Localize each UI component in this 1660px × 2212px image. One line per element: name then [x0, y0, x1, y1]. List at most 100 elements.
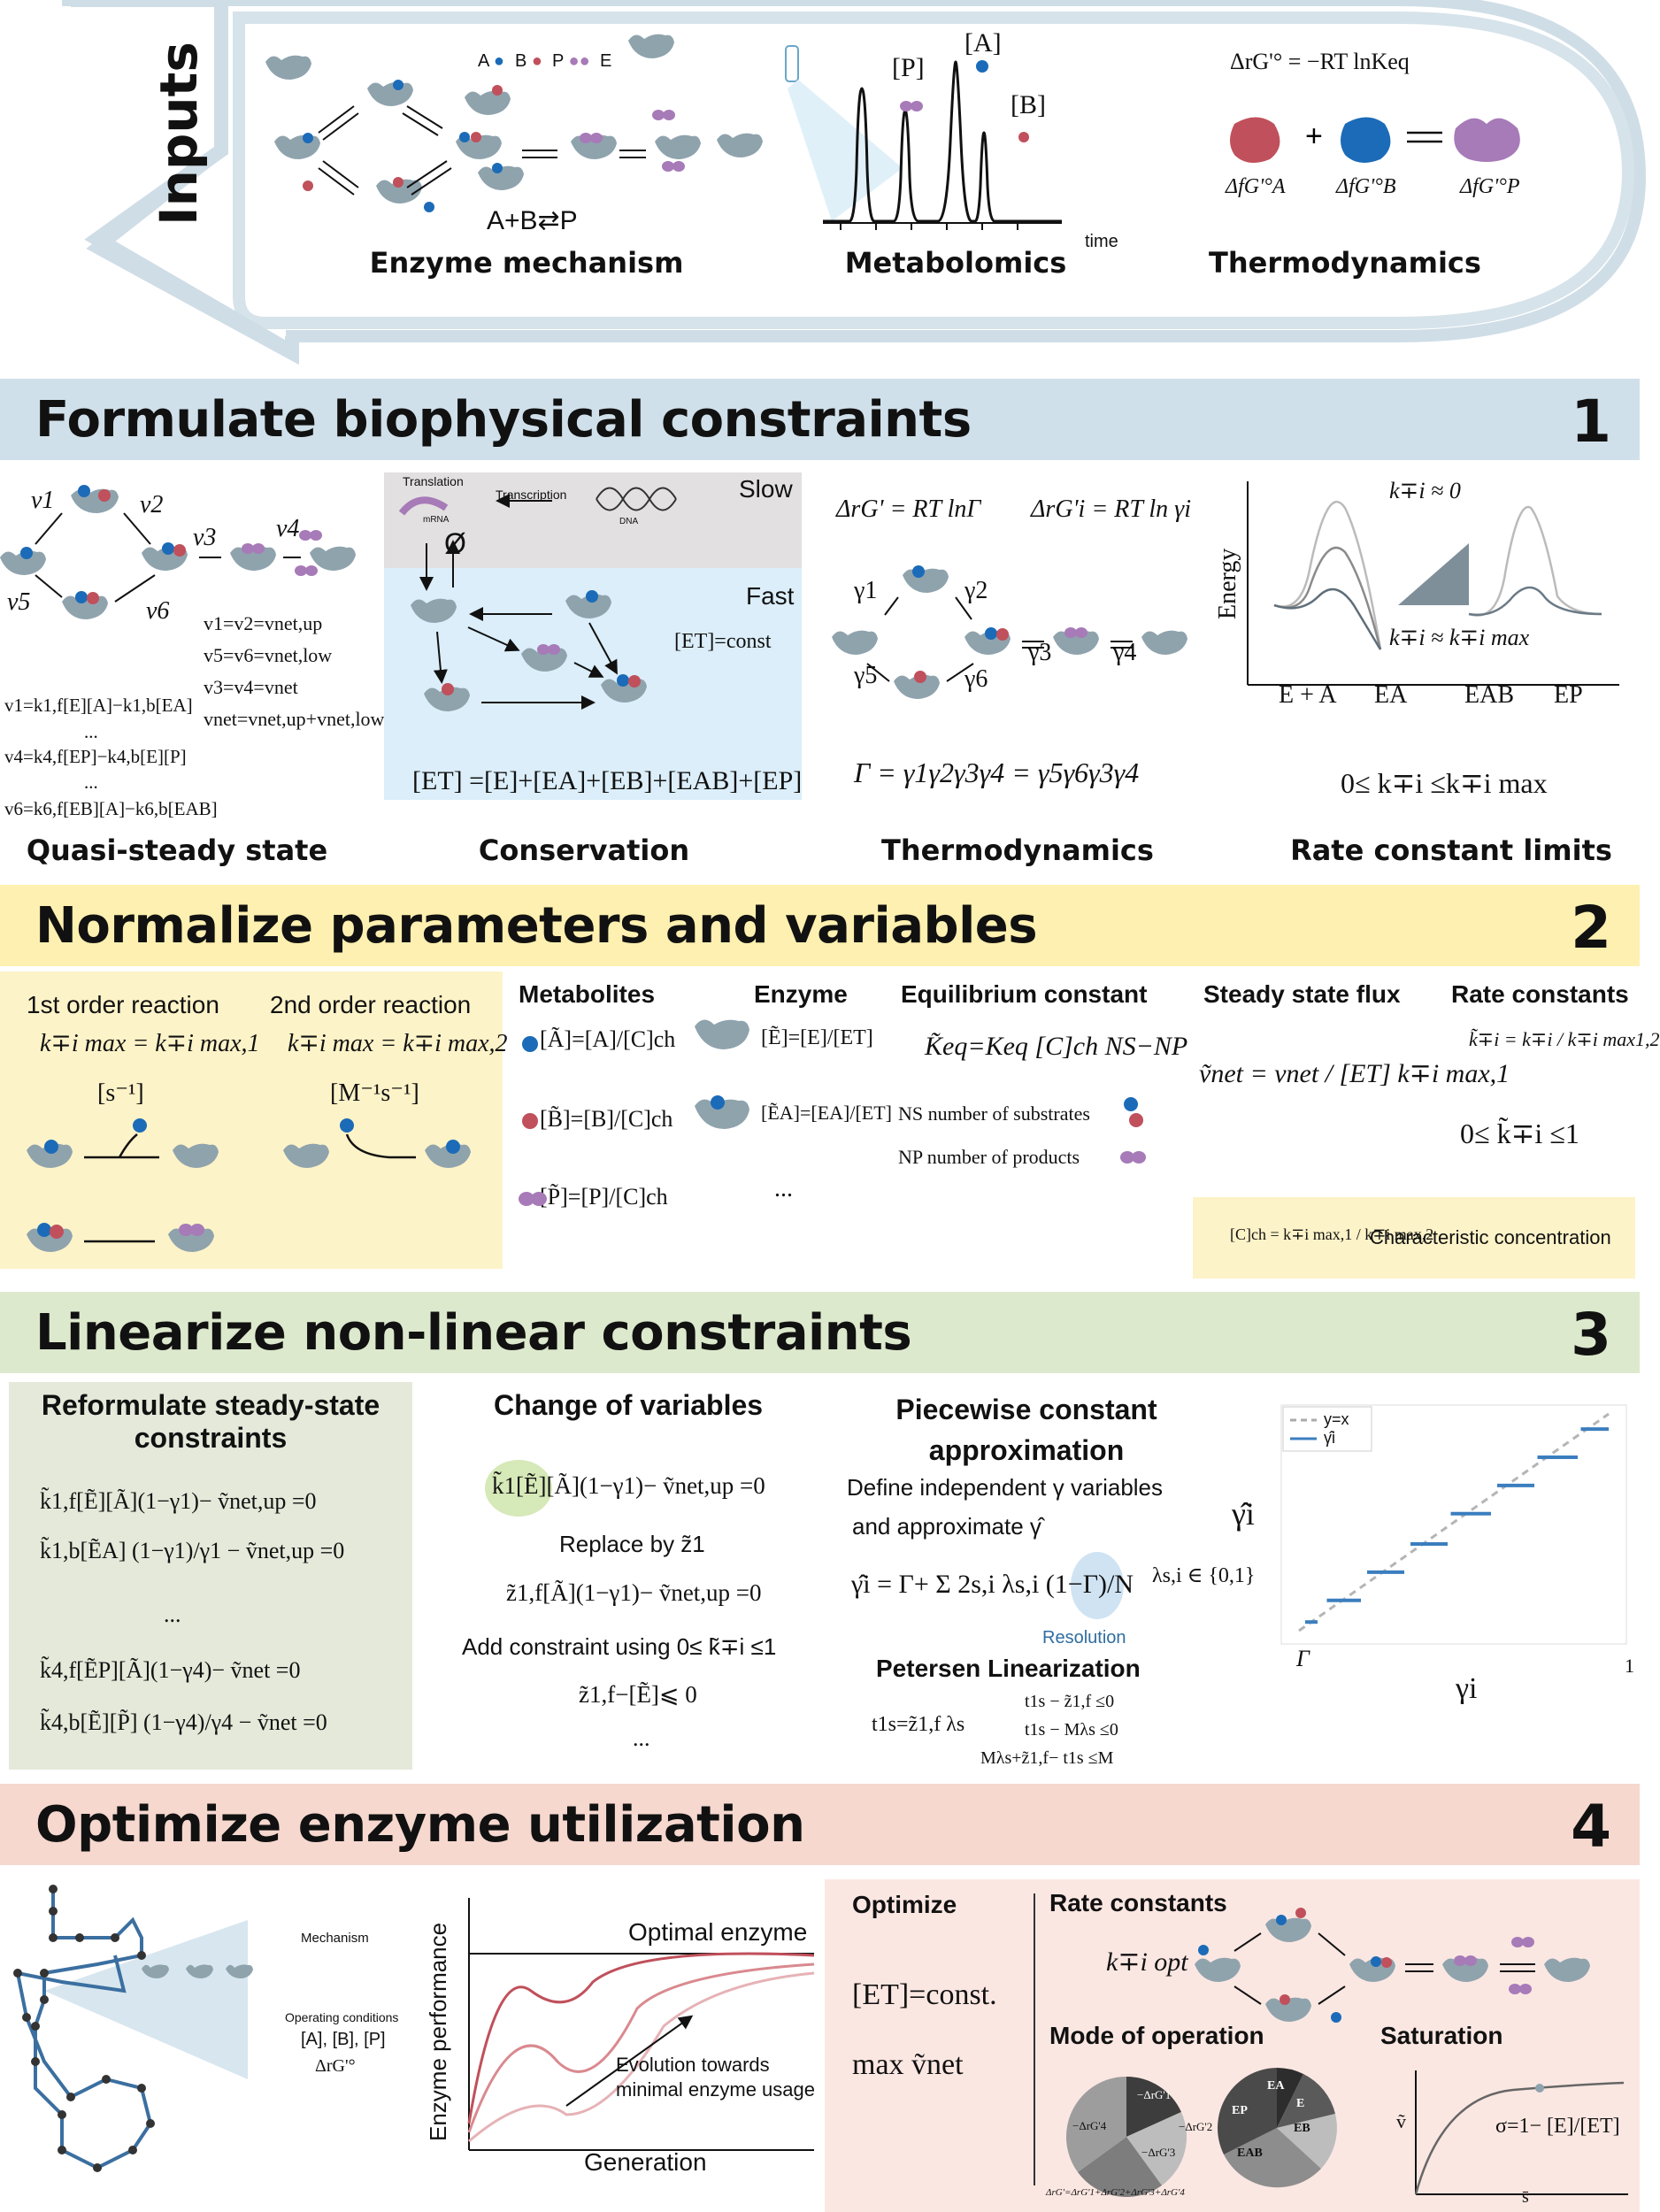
section1-band: Formulate biophysical constraints 1: [0, 379, 1640, 460]
pie2-label-ea: EA: [1267, 2079, 1285, 2093]
legend-e: E: [600, 51, 612, 71]
reform-heading: Reformulate steady-state constraints: [41, 1389, 380, 1454]
order-reaction-diagram: [27, 1118, 471, 1252]
pie-sum: ΔrG'=ΔrG'1+ΔrG'2+ΔrG'3+ΔrG'4: [1046, 2187, 1185, 2198]
state-ep: EP: [1554, 681, 1583, 709]
v2-label: v2: [140, 491, 164, 518]
legend-p: P ●●: [552, 51, 590, 71]
lambda-domain: λs,i ∈ {0,1}: [1152, 1564, 1256, 1587]
et-sum: [ET] =[E]+[EA]+[EB]+[EAB]+[EP]: [412, 766, 803, 795]
gamma-hat-formula: γ̂i = Γ+ Σ 2s,i λs,i (1−Γ)/N: [851, 1570, 1134, 1599]
rate-eq-3: v4=k4,f[EP]−k4,b[E][P]: [4, 746, 187, 767]
drg-formula: ΔrG'° = −RT lnKeq: [1230, 49, 1410, 74]
first-order-label: 1st order reaction: [27, 991, 219, 1018]
piecewise-heading: Piecewise constant approximation: [895, 1394, 1157, 1466]
enzyme-heading: Enzyme: [754, 980, 848, 1008]
energy-axis: Energy: [1214, 548, 1241, 619]
qss-eq-3: v3=v4=vnet: [204, 676, 298, 698]
gamma-2: γ2: [964, 577, 988, 604]
section4-band: Optimize enzyme utilization 4: [0, 1784, 1640, 1865]
step-y-label: γ̂i: [1232, 1496, 1255, 1532]
energy-profile: [1247, 481, 1619, 686]
rate-heading-2: Rate constants: [1451, 980, 1629, 1008]
pie2-label-eb: EB: [1294, 2122, 1310, 2135]
step-x-end: 1: [1625, 1655, 1634, 1677]
section2-ellipsis: ...: [774, 1175, 793, 1202]
thermo-eq-2: ΔrG'i = RT ln γi: [1031, 495, 1191, 523]
replace-by: Replace by z̃1: [559, 1531, 705, 1557]
peak-p-label: [P]: [892, 53, 925, 82]
petersen-row-1: t1s − z̃1,f ≤0: [1025, 1692, 1115, 1711]
rate-formula-2: k̃∓i = k∓i / k∓i max1,2: [1469, 1028, 1660, 1050]
rate-bound-2: 0≤ k̃∓i ≤1: [1460, 1118, 1579, 1149]
section2-number: 2: [1571, 894, 1611, 962]
resolution-label: Resolution: [1042, 1628, 1126, 1647]
fitness-landscape-path: [13, 1885, 253, 2172]
diagonal-reference-line: [1298, 1412, 1610, 1632]
optimize-max-v: max ṽnet: [852, 2048, 964, 2081]
unit-second: [M⁻¹s⁻¹]: [330, 1079, 419, 1107]
rate-eq-2: ...: [84, 721, 98, 742]
conditions-values: [A], [B], [P]: [301, 2030, 386, 2049]
mode-heading: Mode of operation: [1049, 2022, 1264, 2049]
k-highlight: [485, 1460, 552, 1517]
thermo-inputs-shapes: +: [1230, 117, 1520, 163]
k-max: k∓i ≈ k∓i max: [1389, 625, 1530, 650]
gamma-1: γ1: [854, 577, 878, 604]
flux-formula: ṽnet = vnet / [ET] k∓i max,1: [1199, 1059, 1510, 1088]
reform-eq-2: k̃1,b[ẼA] (1−γ1)/γ1 − ṽnet,up =0: [40, 1538, 345, 1563]
section2-title: Normalize parameters and variables: [35, 897, 1038, 955]
conditions-drg: ΔrG'°: [315, 2056, 356, 2076]
eq-const-heading: Equilibrium constant: [901, 980, 1148, 1008]
section4-number: 4: [1571, 1793, 1611, 1861]
qss-eq-1: v1=v2=vnet,up: [204, 612, 323, 634]
change-heading: Change of variables: [493, 1389, 764, 1421]
optimize-heading: Optimize: [852, 1891, 957, 1918]
section1-title: Formulate biophysical constraints: [35, 391, 972, 449]
unit-first: [s⁻¹]: [97, 1079, 144, 1107]
pie2-label-ep: EP: [1232, 2104, 1248, 2117]
optimal-enzyme-label: Optimal enzyme: [628, 1918, 808, 1946]
rate-constants-network: [1195, 1908, 1590, 2023]
petersen-lhs: t1s=z̃1,f λs: [872, 1713, 965, 1736]
qss-network: [0, 485, 356, 619]
cch-formula: [C]ch = k∓i max,1 / k∓i max,2: [1230, 1225, 1434, 1243]
change-eq-3: z̃1,f−[Ẽ]⩽ 0: [579, 1681, 697, 1708]
operating-conditions-label: Operating conditions: [285, 2010, 399, 2024]
step-chart: [1280, 1404, 1627, 1645]
reform-eq-5: k̃4,b[Ẽ][P̃] (1−γ4)/γ4 − ṽnet =0: [40, 1709, 327, 1735]
qss-eq-4: vnet=vnet,up+vnet,low: [204, 708, 385, 730]
optimize-divider: [1034, 1893, 1035, 2185]
pie1-label-3: −ΔrG'3: [1141, 2146, 1176, 2159]
gamma-3: γ3: [1028, 639, 1052, 666]
conservation-caption: Conservation: [478, 833, 690, 867]
v1-label: v1: [31, 487, 55, 514]
saturation-y: ṽ: [1396, 2110, 1406, 2132]
mrna-label: mRNA: [423, 515, 450, 525]
time-label: time: [1085, 232, 1118, 251]
pie2-label-eab: EAB: [1237, 2147, 1263, 2160]
fast-label: Fast: [746, 582, 795, 610]
reform-eq-4: k̃4,f[ẼP][Ã](1−γ4)− ṽnet =0: [40, 1657, 301, 1683]
rate-eq-4: ...: [84, 772, 98, 793]
rate-constants-heading: Rate constants: [1049, 1889, 1227, 1916]
piecewise-text-1: Define independent γ variables: [847, 1474, 1164, 1501]
legend-a: A ●: [478, 51, 504, 71]
thermodynamics-caption: Thermodynamics: [1209, 246, 1481, 280]
cch-label: Characteristic concentration: [1370, 1226, 1611, 1248]
state-e-a: E + A: [1279, 681, 1337, 709]
mode-pie-charts: [1065, 2068, 1337, 2198]
reformulate-panel: [9, 1382, 412, 1770]
inputs-tab-label: Inputs: [149, 42, 209, 226]
rate-constant-limits-caption: Rate constant limits: [1290, 833, 1612, 867]
rate-eq-5: v6=k6,f[EB][A]−k6,b[EAB]: [4, 798, 218, 819]
thermo-network: [832, 565, 1187, 699]
enzyme-performance-axis: Enzyme performance: [425, 1922, 451, 2141]
mechanism-diagram: [265, 34, 763, 212]
pie1-label-2: −ΔrG'2: [1179, 2120, 1213, 2133]
pie1-label-1: −ΔrG'1: [1137, 2088, 1172, 2101]
peak-a-label: [A]: [964, 28, 1002, 58]
v6-label: v6: [146, 597, 170, 625]
k-second: k∓i max = k∓i max,2: [288, 1030, 508, 1057]
met-a-formula: [Ã]=[A]/[C]ch: [540, 1026, 676, 1052]
